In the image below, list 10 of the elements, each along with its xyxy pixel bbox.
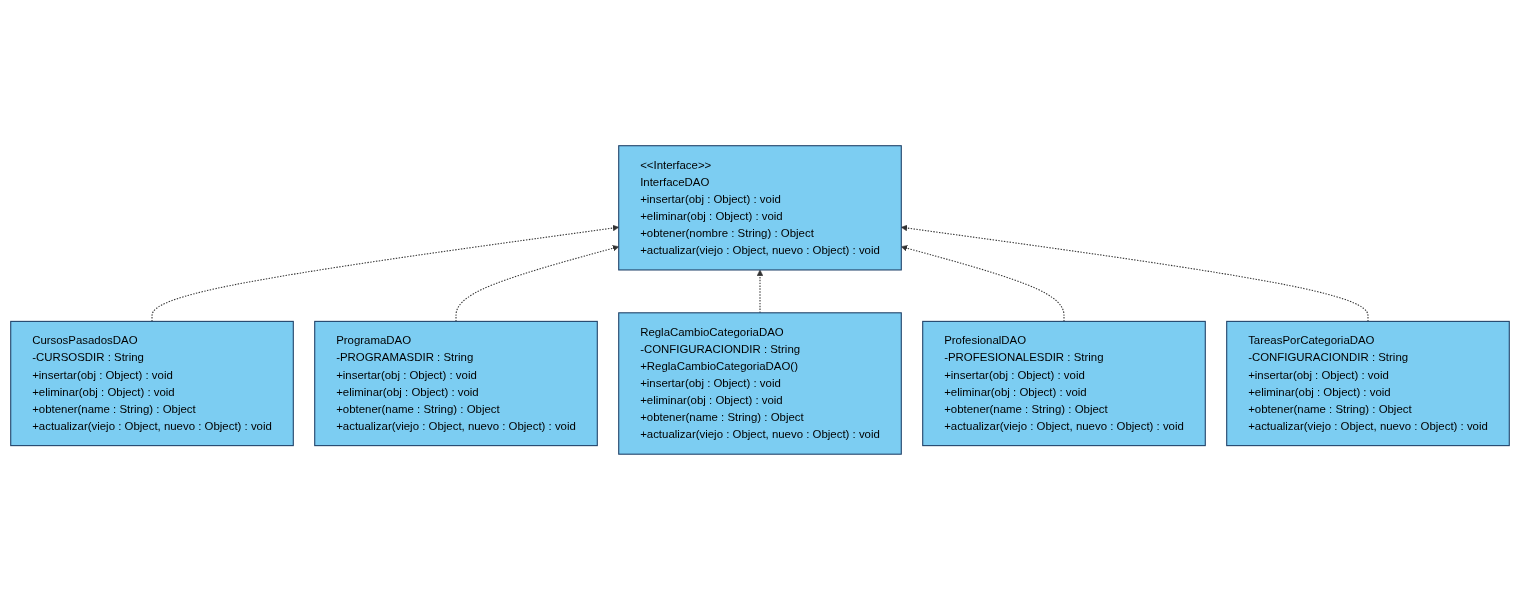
arrow [901,245,1065,322]
node-box: ProfesionalDAO -PROFESIONALESDIR : String +insertar(obj : Object) : void +eliminar(obj : Object) : void +obtener(name : String) : Object +actualizar(viejo : Object, nuevo : Object) : void [922,320,1206,447]
node-box: CursosPasadosDAO -CURSOSDIR : String +insertar(obj : Object) : void +eliminar(obj : Object) : void +obtener(name : String) : Object +actualizar(viejo : Object, nuevo : Object) : void [10,320,294,447]
arrow [151,224,619,322]
node-box: ReglaCambioCategoriaDAO -CONFIGURACIONDIR : String +ReglaCambioCategoriaDAO() +insertar(obj : Object) : void +eliminar(obj : Object) : void +obtener(name : String) : Object +actualizar(viejo : Object, nuevo : Object) : void [618,312,902,455]
node-box: TareasPorCategoriaDAO -CONFIGURACIONDIR : String +insertar(obj : Object) : void +eliminar(obj : Object) : void +obtener(name : String) : Object +actualizar(viejo : Object, nuevo : Object) : void [1226,320,1510,447]
arrow [901,224,1369,322]
node-box: <<Interface>> InterfaceDAO +insertar(obj : Object) : void +eliminar(obj : Object) : void +obtener(nombre : String) : Object +actualizar(viejo : Object, nuevo : Object) : void [618,145,902,271]
arrow [455,245,619,322]
node-box: ProgramaDAO -PROGRAMASDIR : String +insertar(obj : Object) : void +eliminar(obj : Object) : void +obtener(name : String) : Object +actualizar(viejo : Object, nuevo : Object) : void [314,320,598,447]
